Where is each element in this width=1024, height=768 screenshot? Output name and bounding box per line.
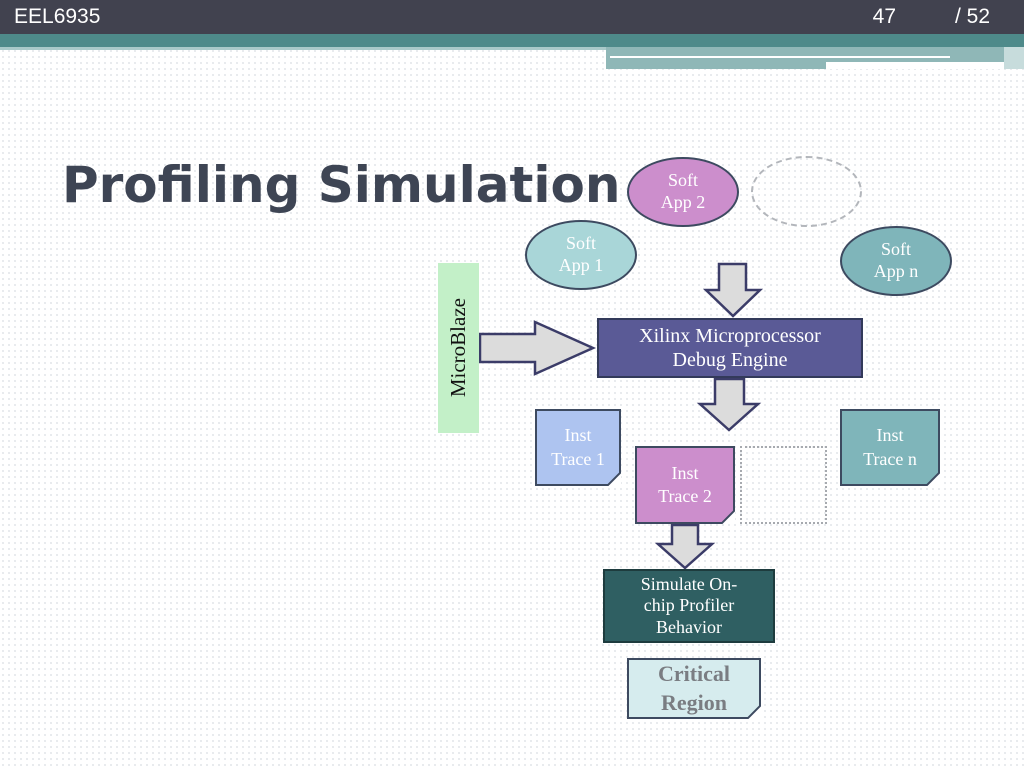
page-fold-icon — [721, 510, 735, 524]
soft-app-placeholder-node — [751, 156, 862, 227]
header-accent-corner — [1004, 47, 1024, 69]
arrow-apps-to-engine — [702, 262, 764, 318]
header-accent-band — [0, 34, 1024, 47]
microblaze-label: MicroBlaze — [445, 298, 470, 398]
header-accent-notch — [826, 62, 1006, 69]
critical-region-doc: Critical Region — [627, 658, 761, 719]
inst-trace-2-label: Inst Trace 2 — [658, 462, 712, 506]
inst-trace-1-label: Inst Trace 1 — [551, 425, 605, 469]
inst-trace-n-label: Inst Trace n — [863, 425, 917, 469]
page-fold-icon — [926, 472, 940, 486]
inst-trace-n-doc: Inst Trace n — [840, 409, 940, 486]
slide-title: Profiling Simulation — [62, 156, 621, 214]
microblaze-block: MicroBlaze — [438, 263, 479, 433]
simulate-profiler-box: Simulate On- chip Profiler Behavior — [603, 569, 775, 643]
critical-region-label: Critical Region — [657, 660, 731, 715]
header-accent-stripe — [610, 56, 950, 58]
soft-app-2-node: Soft App 2 — [627, 157, 739, 227]
debug-engine-box: Xilinx Microprocessor Debug Engine — [597, 318, 863, 378]
page-fold-icon — [747, 705, 761, 719]
soft-app-1-node: Soft App 1 — [525, 220, 637, 290]
arrow-engine-to-traces — [696, 377, 762, 432]
page-total: / 52 — [954, 5, 990, 28]
header-accent-line — [0, 47, 606, 50]
page-fold-icon — [607, 472, 621, 486]
inst-trace-placeholder-doc — [740, 446, 827, 524]
inst-trace-2-doc: Inst Trace 2 — [635, 446, 735, 524]
course-code: EEL6935 — [14, 5, 101, 28]
slide-header-bar: EEL6935 47 / 52 — [0, 0, 1024, 34]
arrow-traces-to-simulate — [654, 523, 716, 570]
arrow-microblaze-to-engine — [478, 320, 597, 376]
page-number: 47 — [872, 5, 896, 28]
inst-trace-1-doc: Inst Trace 1 — [535, 409, 621, 486]
soft-app-n-node: Soft App n — [840, 226, 952, 296]
